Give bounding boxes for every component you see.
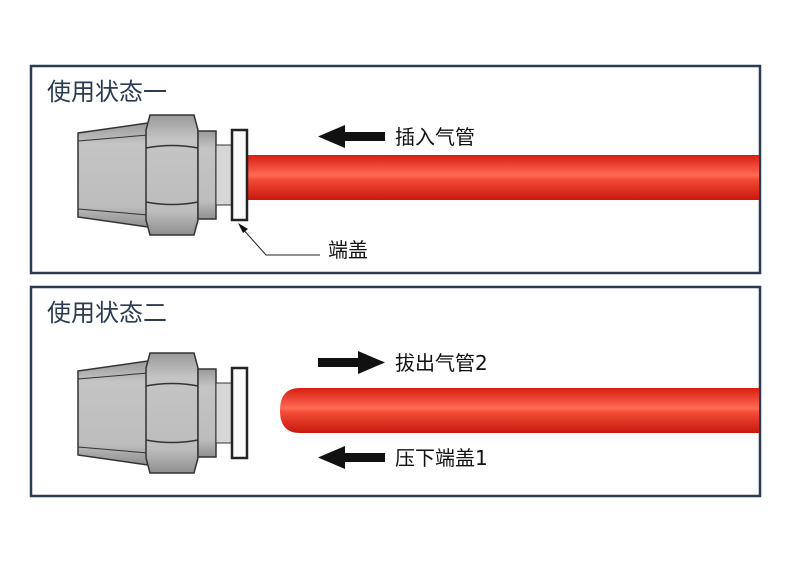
air-tube — [280, 388, 759, 433]
pull-tube-label: 拔出气管2 — [395, 351, 488, 375]
panel-2-title: 使用状态二 — [47, 299, 167, 327]
panel-1-title: 使用状态一 — [47, 78, 167, 106]
arrow-left-icon — [318, 125, 385, 148]
insert-tube-label: 插入气管 — [395, 125, 475, 149]
air-tube — [247, 155, 759, 200]
press-cap-label: 压下端盖1 — [395, 446, 488, 470]
callout-leader — [238, 223, 320, 256]
arrow-left-icon — [318, 446, 385, 469]
end-cap-label: 端盖 — [328, 238, 368, 262]
arrow-right-icon — [318, 351, 385, 374]
